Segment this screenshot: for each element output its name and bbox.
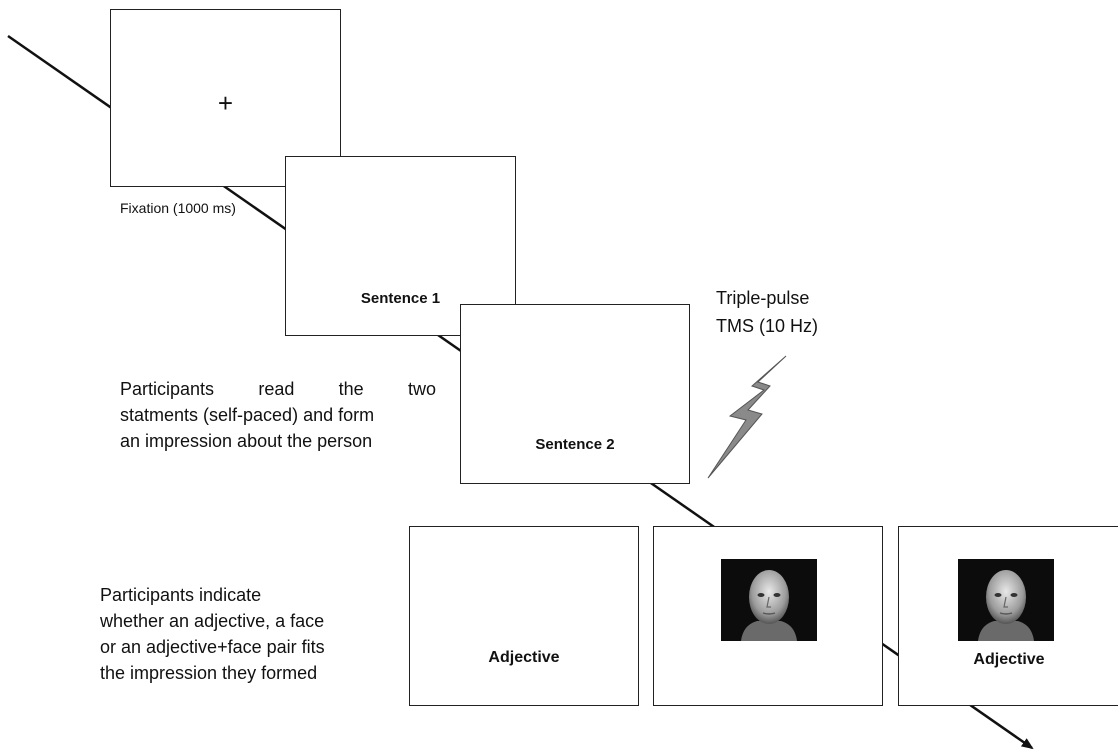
- fixation-cross: +: [217, 88, 234, 118]
- adjective-label: Adjective: [488, 649, 560, 666]
- face-icon-2: [978, 570, 1034, 641]
- face-image-2: [958, 559, 1054, 641]
- response-line-3: or an adjective+face pair fits: [100, 637, 325, 657]
- reading-line-3: an impression about the person: [120, 431, 373, 451]
- face-icon: [741, 570, 797, 641]
- adjective-label-2: Adjective: [973, 651, 1045, 668]
- face-screen: [653, 526, 883, 706]
- face-image: [721, 559, 817, 641]
- reading-line-2: statments (self-paced) and form: [120, 405, 375, 425]
- adjective-screen: Adjective: [409, 526, 639, 706]
- tms-label-line1: Triple-pulse: [716, 288, 810, 308]
- reading-line-1: Participants read the two: [120, 379, 436, 399]
- response-line-2: whether an adjective, a face: [100, 611, 325, 631]
- sentence2-label: Sentence 2: [535, 436, 615, 453]
- sentence1-label: Sentence 1: [360, 290, 441, 307]
- tms-label: Triple-pulse TMS (10 Hz): [716, 284, 818, 340]
- reading-instructions: Participants read the two statments (sel…: [120, 376, 436, 454]
- response-line-1: Participants indicate: [100, 585, 262, 605]
- fixation-caption: Fixation (1000 ms): [120, 200, 236, 216]
- tms-label-line2: TMS (10 Hz): [716, 316, 819, 336]
- response-instructions: Participants indicate whether an adjecti…: [100, 582, 380, 686]
- adjective-face-screen: Adjective: [898, 526, 1118, 706]
- sentence2-screen: Sentence 2: [460, 304, 690, 484]
- response-line-4: the impression they formed: [100, 663, 318, 683]
